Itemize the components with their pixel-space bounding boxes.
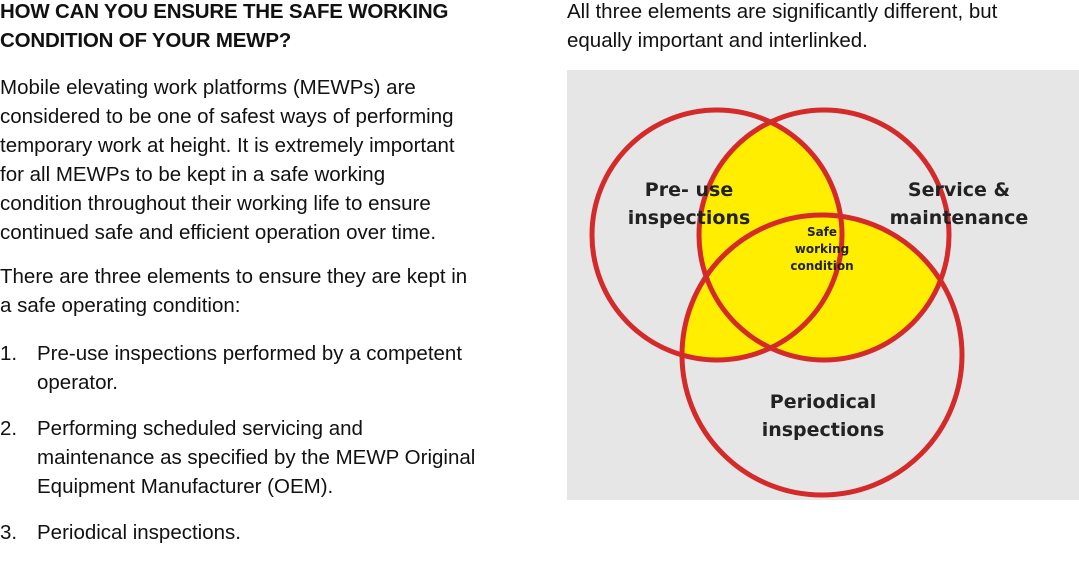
intro-paragraph-line: for all MEWPs to be kept in a safe worki… xyxy=(0,163,386,186)
list-item-line: maintenance as specified by the MEWP Ori… xyxy=(37,446,476,469)
label-periodical-line2: inspections xyxy=(762,419,885,441)
list-item: 2. Performing scheduled servicing and ma… xyxy=(0,414,540,501)
diagram-intro-line: equally important and interlinked. xyxy=(567,29,868,52)
circle-periodical-inspections xyxy=(679,212,965,498)
heading-line-2: CONDITION OF YOUR MEWP? xyxy=(0,29,292,52)
list-item-line: Pre-use inspections performed by a compe… xyxy=(37,342,463,365)
intro-paragraph-line: condition throughout their working life … xyxy=(0,192,431,215)
label-center-line3: condition xyxy=(790,259,853,273)
list-item-line: Performing scheduled servicing and xyxy=(37,417,363,440)
label-pre-use-line2: inspections xyxy=(628,207,751,229)
label-center-line2: working xyxy=(795,242,849,256)
overlap-service-periodical xyxy=(699,215,949,360)
circle-pre-use-inspections xyxy=(589,107,845,363)
elements-paragraph-line: a safe operating condition: xyxy=(0,294,241,317)
elements-list: 1. Pre-use inspections performed by a co… xyxy=(0,339,540,564)
label-periodical-line1: Periodical xyxy=(770,391,876,413)
elements-paragraph: There are three elements to ensure they … xyxy=(0,262,540,320)
list-item: 3. Periodical inspections. xyxy=(0,518,540,547)
diagram-intro-line: All three elements are significantly dif… xyxy=(567,0,998,23)
label-service-line1: Service & xyxy=(908,179,1010,201)
intro-paragraph-line: considered to be one of safest ways of p… xyxy=(0,105,454,128)
heading-line-1: HOW CAN YOU ENSURE THE SAFE WORKING xyxy=(0,0,449,23)
diagram-intro: All three elements are significantly dif… xyxy=(567,0,1067,55)
label-service-line2: maintenance xyxy=(890,207,1029,229)
list-item-line: Equipment Manufacturer (OEM). xyxy=(37,475,334,498)
list-item-number: 2. xyxy=(0,417,18,440)
intro-paragraph-line: Mobile elevating work platforms (MEWPs) … xyxy=(0,76,416,99)
list-item-number: 3. xyxy=(0,521,18,544)
intro-paragraph-line: continued safe and efficient operation o… xyxy=(0,221,437,244)
intro-paragraph: Mobile elevating work platforms (MEWPs) … xyxy=(0,73,540,247)
label-center-line1: Safe xyxy=(807,225,837,239)
intro-paragraph-line: temporary work at height. It is extremel… xyxy=(0,134,455,157)
list-item-line: operator. xyxy=(37,371,118,394)
elements-paragraph-line: There are three elements to ensure they … xyxy=(0,265,468,288)
list-item: 1. Pre-use inspections performed by a co… xyxy=(0,339,540,397)
label-pre-use-line1: Pre- use xyxy=(645,179,733,201)
section-heading: HOW CAN YOU ENSURE THE SAFE WORKING COND… xyxy=(0,0,540,55)
list-item-number: 1. xyxy=(0,342,18,365)
circle-service-maintenance xyxy=(696,107,952,363)
venn-diagram-panel: Pre- use inspections Service & maintenan… xyxy=(567,70,1079,500)
list-item-line: Periodical inspections. xyxy=(37,521,241,544)
venn-diagram: Pre- use inspections Service & maintenan… xyxy=(567,70,1079,500)
